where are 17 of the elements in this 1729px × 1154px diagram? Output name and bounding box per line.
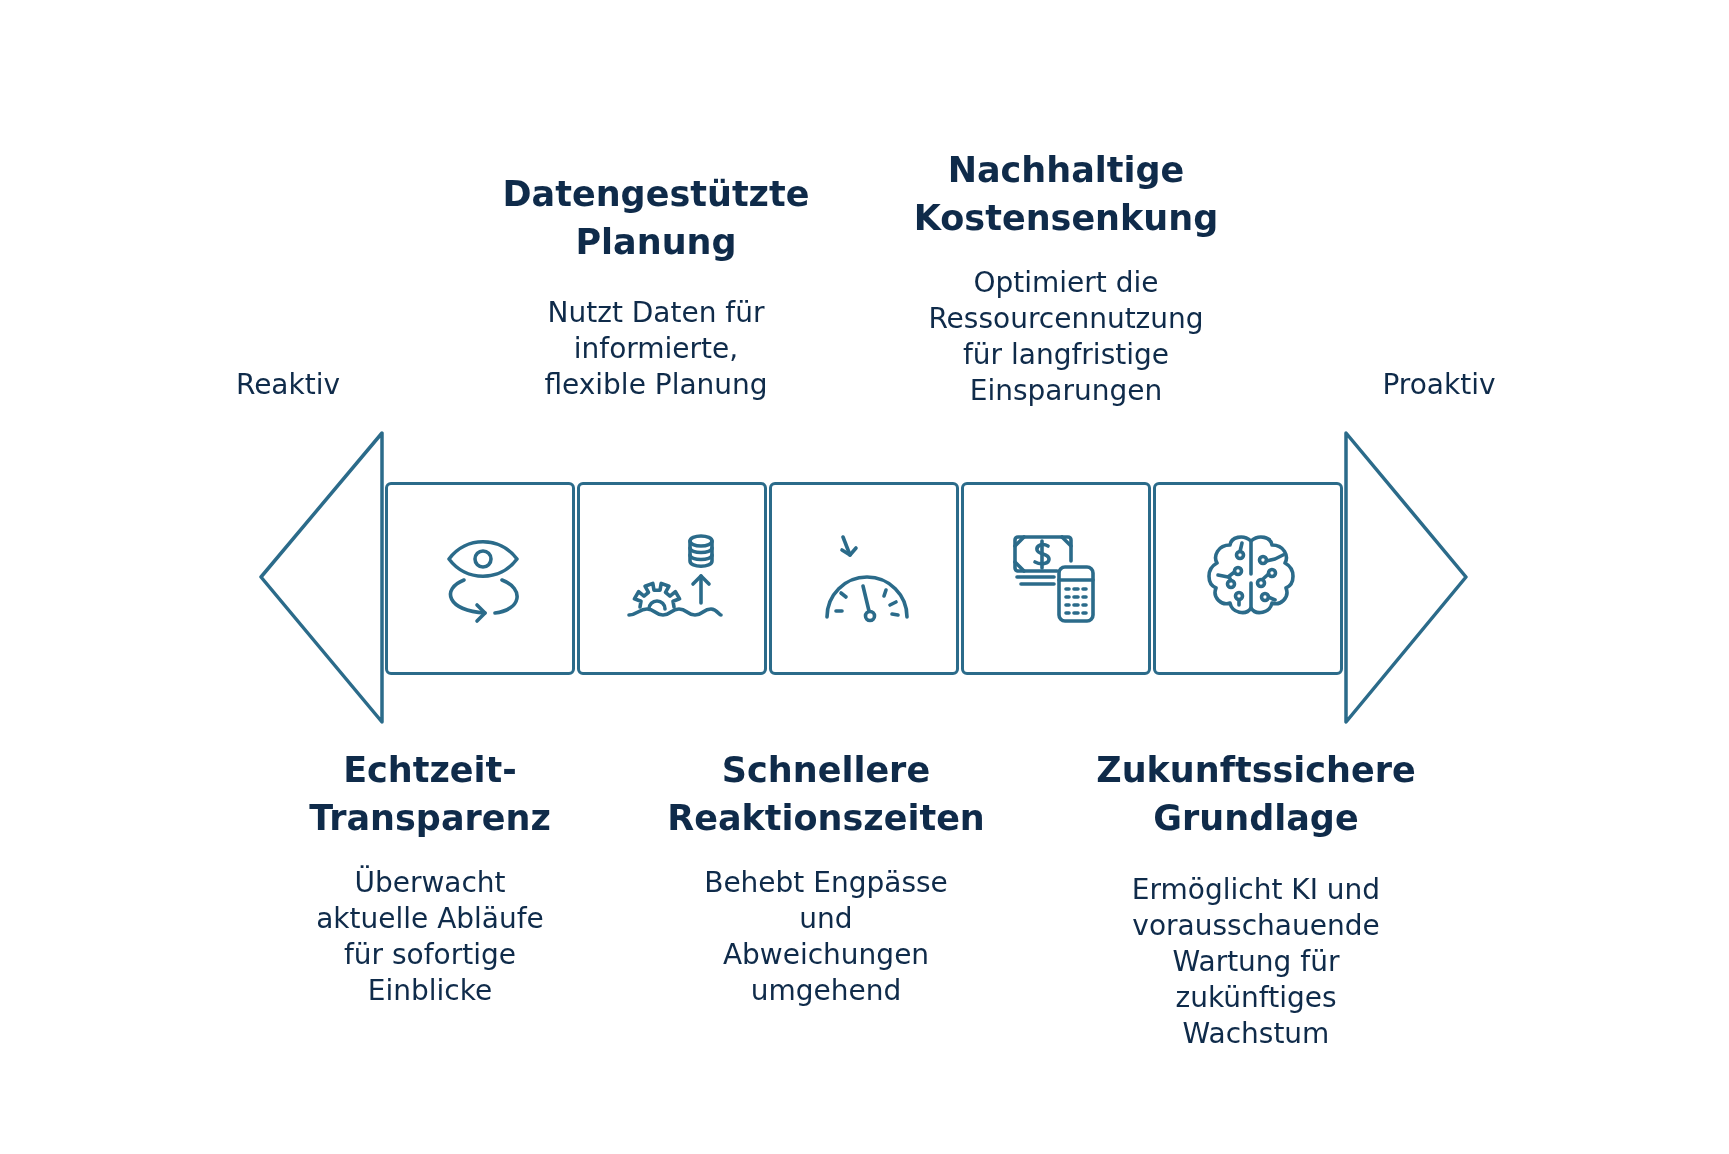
step-description: Behebt Engpässe und Abweichungen umgehend bbox=[703, 865, 949, 1009]
step-heading: Datengestützte Planung bbox=[501, 173, 811, 264]
icon-tile bbox=[769, 482, 959, 675]
icon-tile bbox=[385, 482, 575, 675]
icon-tile bbox=[961, 482, 1151, 675]
step-heading: Zukunftssichere Grundlage bbox=[1095, 749, 1417, 840]
icon-tile bbox=[1153, 482, 1343, 675]
step-description: Ermöglicht KI und vorausschauende Wartung für zukünftiges Wachstum bbox=[1130, 872, 1382, 1052]
scale-label: Reaktiv bbox=[235, 367, 341, 403]
step-description: Überwacht aktuelle Abläufe für sofortige Einblicke bbox=[315, 865, 545, 1009]
step-description: Nutzt Daten für informierte, flexible Planung bbox=[543, 295, 769, 403]
step-description: Optimiert die Ressourcennutzung für langfristige Einsparungen bbox=[927, 265, 1205, 409]
step-heading: Nachhaltige Kostensenkung bbox=[912, 149, 1220, 240]
icon-tile bbox=[577, 482, 767, 675]
scale-label: Proaktiv bbox=[1382, 367, 1496, 403]
step-heading: Echtzeit-Transparenz bbox=[308, 749, 552, 840]
step-heading: Schnellere Reaktionszeiten bbox=[666, 749, 986, 840]
